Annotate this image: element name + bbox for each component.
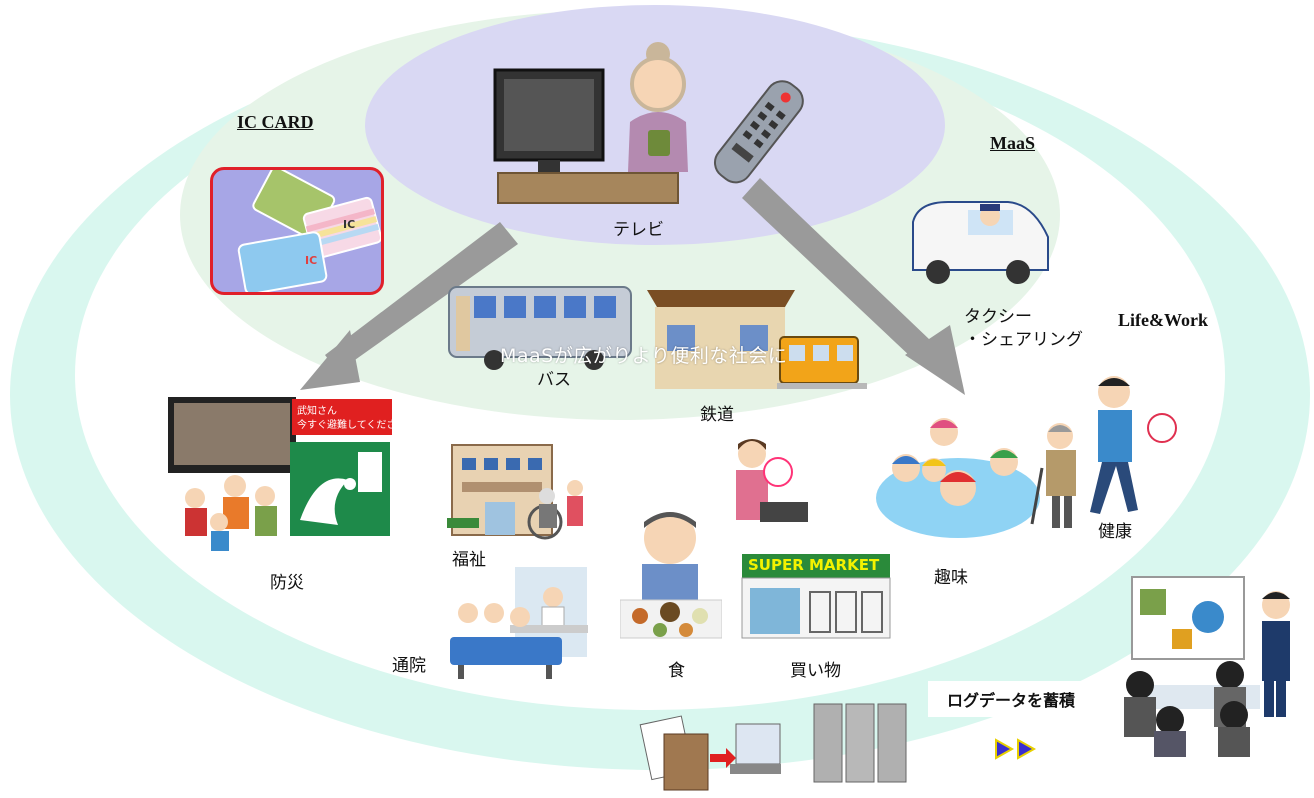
music-payment-icon (736, 439, 808, 522)
taxi-icon (912, 201, 1049, 284)
taxi-label-1: タクシー (964, 307, 1032, 327)
evacuation-sign-icon (290, 442, 390, 536)
welfare-label: 福祉 (452, 550, 486, 570)
meal-icon (620, 512, 722, 639)
disaster-tv-icon (168, 397, 392, 473)
disaster-screen-text-1: 武知さん (297, 406, 337, 417)
rail-label: 鉄道 (700, 405, 734, 425)
presentation-meeting-icon (1124, 576, 1290, 757)
tv-icon (493, 68, 679, 204)
documents-to-pc-icon (639, 715, 781, 791)
welfare-facility-icon (447, 444, 583, 540)
disaster-screen-text-2: 今すぐ避難してください！ (297, 420, 417, 431)
hospital-visit-icon (450, 567, 588, 679)
supermarket-sign: SUPER MARKET (748, 556, 880, 574)
life-work-title: Life&Work (1118, 310, 1208, 330)
arrow-to-disaster (300, 222, 518, 390)
train-station-icon (647, 290, 867, 389)
tv-label: テレビ (613, 220, 664, 240)
ic-card-title: IC CARD (237, 112, 314, 132)
arrow-to-hobby (742, 178, 965, 395)
health-label: 健康 (1098, 522, 1132, 542)
ic-card-text-1: IC (343, 218, 356, 231)
swimming-pool-icon (876, 418, 1040, 538)
bus-label: バス (537, 370, 571, 390)
remote-control-icon (713, 80, 804, 184)
walking-people-icon (1030, 376, 1177, 528)
supermarket-icon (741, 554, 891, 639)
ic-cards-icon (237, 166, 383, 295)
bus-icon (448, 286, 632, 370)
hospital-label: 通院 (392, 656, 426, 676)
ic-card-text-2: IC (305, 254, 318, 267)
maas-title: MaaS (990, 133, 1035, 153)
disaster-label: 防災 (270, 573, 304, 593)
taxi-label-2: ・シェアリング (964, 330, 1083, 350)
food-label: 食 (668, 661, 685, 681)
play-arrows-icon (995, 738, 1037, 760)
ic-card-panel: IC IC (210, 166, 384, 295)
server-racks-icon (813, 703, 907, 783)
shopping-label: 買い物 (790, 661, 841, 681)
log-data-label: ログデータを蓄積 (928, 681, 1094, 717)
evacuating-people-icon (185, 475, 277, 551)
hobby-label: 趣味 (934, 568, 968, 588)
overlay-message: MaaSが広がりより便利な社会に (500, 345, 788, 367)
grandmother-icon (628, 42, 688, 172)
